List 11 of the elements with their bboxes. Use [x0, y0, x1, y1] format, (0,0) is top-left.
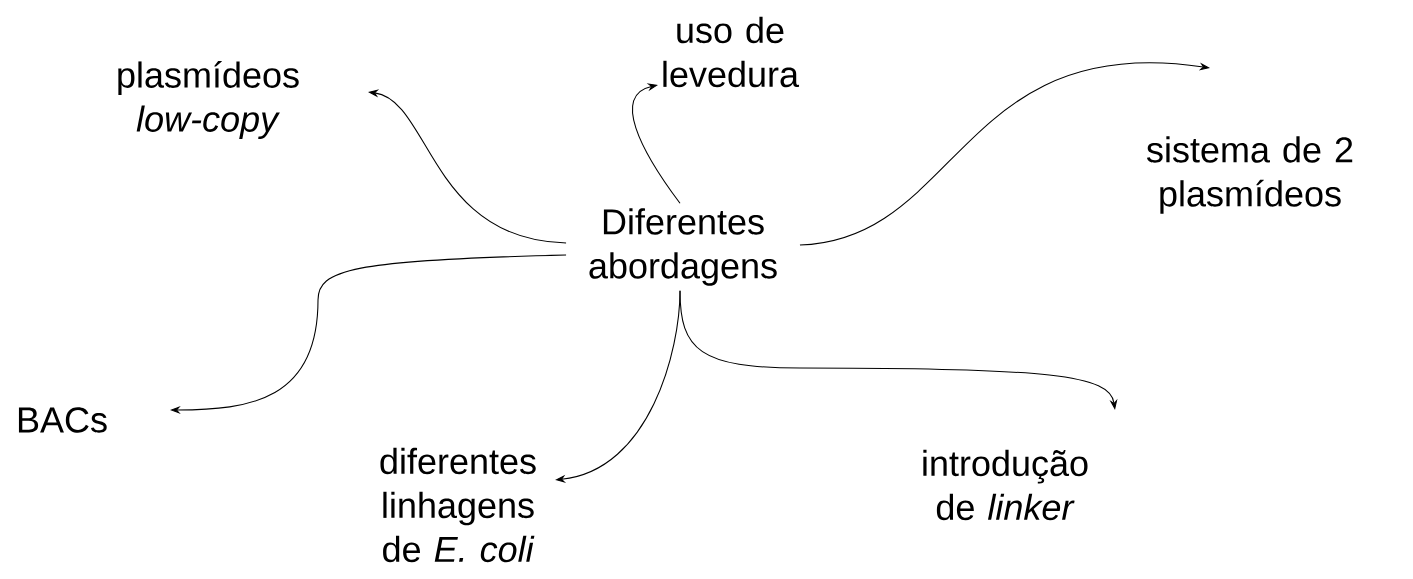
node-label: uso de levedura [663, 16, 800, 88]
arrow [368, 89, 567, 244]
node-label: plasmídeos low-copy [118, 61, 299, 139]
arrow [799, 62, 1210, 246]
arrow [631, 83, 681, 204]
node-label: sistema de 2 plasmídeos [1146, 136, 1353, 214]
node-label: introdução de linker [923, 449, 1088, 521]
node-label: diferentes linhagens de E. coli [380, 447, 536, 563]
node-label: Diferentes abordagens [589, 208, 777, 286]
node-label: BACs [18, 407, 107, 433]
arrow [679, 290, 1118, 410]
